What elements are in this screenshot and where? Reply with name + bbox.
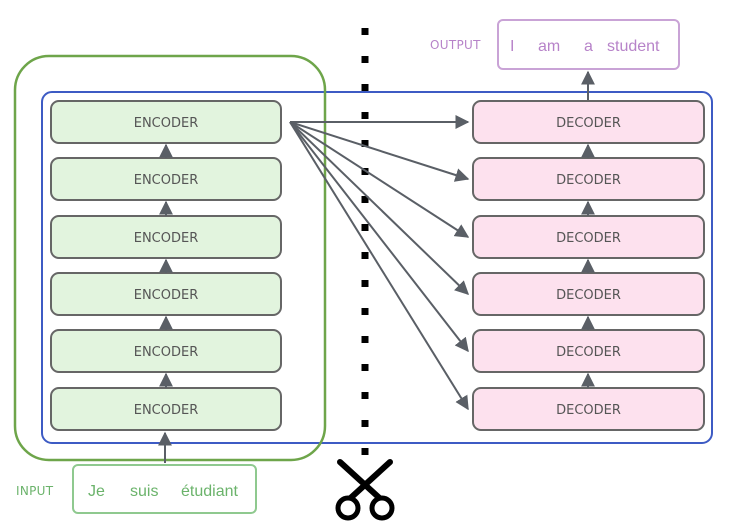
input-word: étudiant [181, 483, 238, 500]
decoder-block-label: DECODER [556, 231, 621, 246]
encoder-block: ENCODER [50, 157, 282, 201]
decoder-block-label: DECODER [556, 173, 621, 188]
input-group: INPUT Je suis étudiant [16, 464, 257, 514]
input-label: INPUT [16, 484, 54, 498]
encoder-to-decoder-arrow [289, 121, 469, 411]
encoder-to-decoder-arrow [289, 121, 469, 353]
input-box [72, 464, 257, 514]
decoder-block: DECODER [472, 157, 705, 201]
stack-frame [41, 91, 713, 444]
encoder-block-label: ENCODER [134, 345, 199, 360]
decoder-block: DECODER [472, 329, 705, 373]
encoder-block: ENCODER [50, 387, 282, 431]
encoder-block-label: ENCODER [134, 288, 199, 303]
input-word: Je [88, 483, 105, 500]
decoder-block-label: DECODER [556, 403, 621, 418]
decoder-block: DECODER [472, 215, 705, 259]
decoder-block: DECODER [472, 387, 705, 431]
decoder-block-label: DECODER [556, 345, 621, 360]
decoder-block-label: DECODER [556, 116, 621, 131]
encoder-block-label: ENCODER [134, 403, 199, 418]
output-word: am [538, 38, 560, 55]
decoder-block: DECODER [472, 272, 705, 316]
encoder-to-decoder-arrow [289, 121, 470, 238]
stack-arrows [159, 143, 595, 388]
output-box [497, 19, 680, 70]
decoder-block-label: DECODER [556, 288, 621, 303]
output-group: OUTPUT I am a student [430, 19, 680, 70]
encoder-block: ENCODER [50, 272, 282, 316]
encoder-block: ENCODER [50, 329, 282, 373]
output-word: a [584, 38, 593, 55]
encoder-block-label: ENCODER [134, 231, 199, 246]
decoder-block: DECODER [472, 100, 705, 144]
output-word: student [607, 38, 660, 55]
encoder-decoder-arrows [289, 115, 470, 411]
encoder-block-label: ENCODER [134, 116, 199, 131]
encoder-block: ENCODER [50, 100, 282, 144]
output-label: OUTPUT [430, 38, 481, 52]
encoder-stack: ENCODER ENCODER ENCODER ENCODER ENCODER ENCOD… [50, 100, 282, 431]
encoder-to-decoder-arrow [289, 121, 470, 295]
encoder-to-decoder-arrow [289, 121, 470, 182]
scissors-icon [335, 459, 395, 521]
input-word: suis [130, 483, 158, 500]
output-word: I [510, 38, 514, 55]
encoder-block: ENCODER [50, 215, 282, 259]
encoder-block-label: ENCODER [134, 173, 199, 188]
encoder-group [13, 54, 327, 462]
